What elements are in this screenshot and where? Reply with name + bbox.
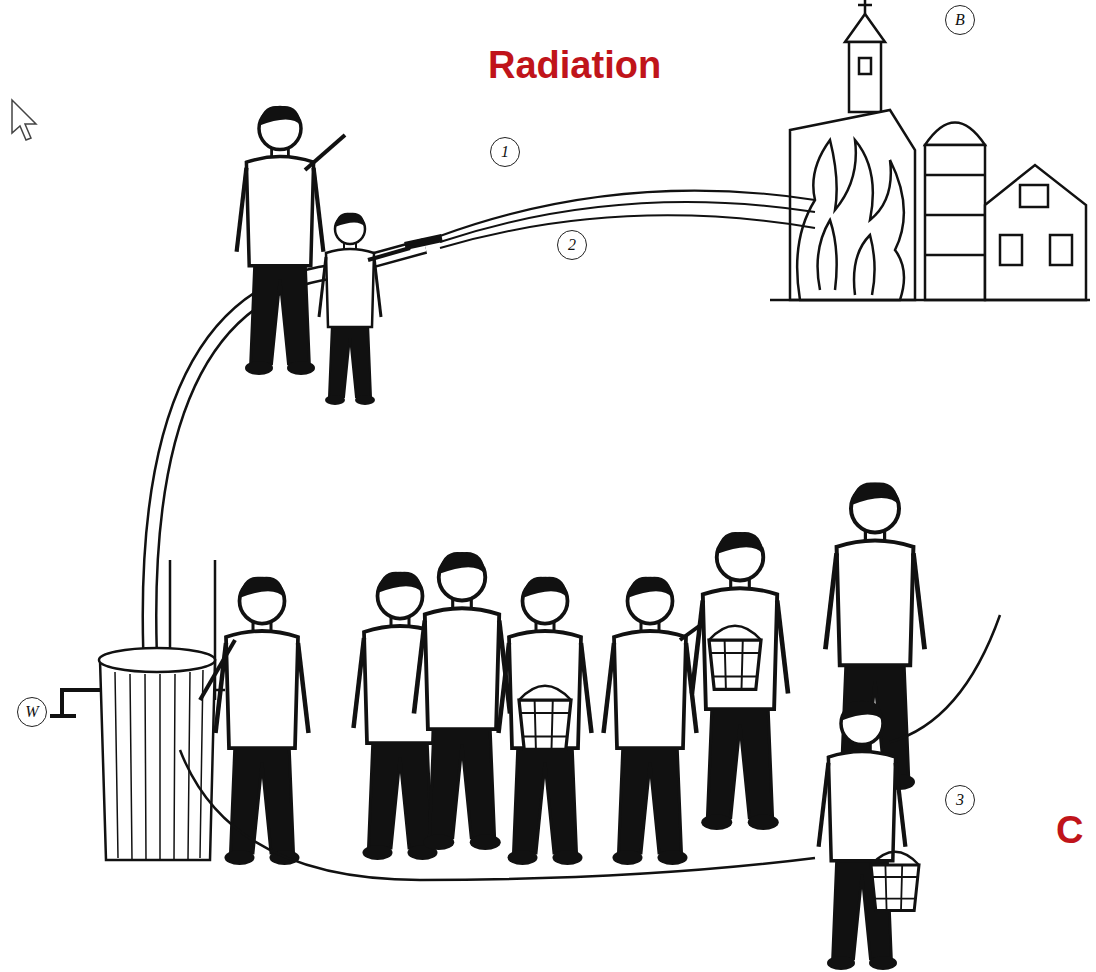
callout-circle: 1 [490,137,520,167]
callout-circle: 2 [557,230,587,260]
mouse-cursor [12,100,36,140]
cycle-arc [180,615,1000,880]
callout-circle: B [945,5,975,35]
callout-number: 2 [568,237,576,253]
callout-number: 1 [501,144,509,160]
callout-number: B [955,12,965,28]
bucket-brigade-people [200,106,925,970]
water-stream [440,191,815,248]
callout-circle: W [17,697,47,727]
callout-number: 3 [956,792,964,808]
heading-label: C [1056,810,1083,852]
pump-barrel [50,560,225,860]
callout-number: W [25,704,38,720]
burning-buildings [770,0,1090,300]
heading-label: Radiation [488,45,661,87]
callout-circle: 3 [945,785,975,815]
